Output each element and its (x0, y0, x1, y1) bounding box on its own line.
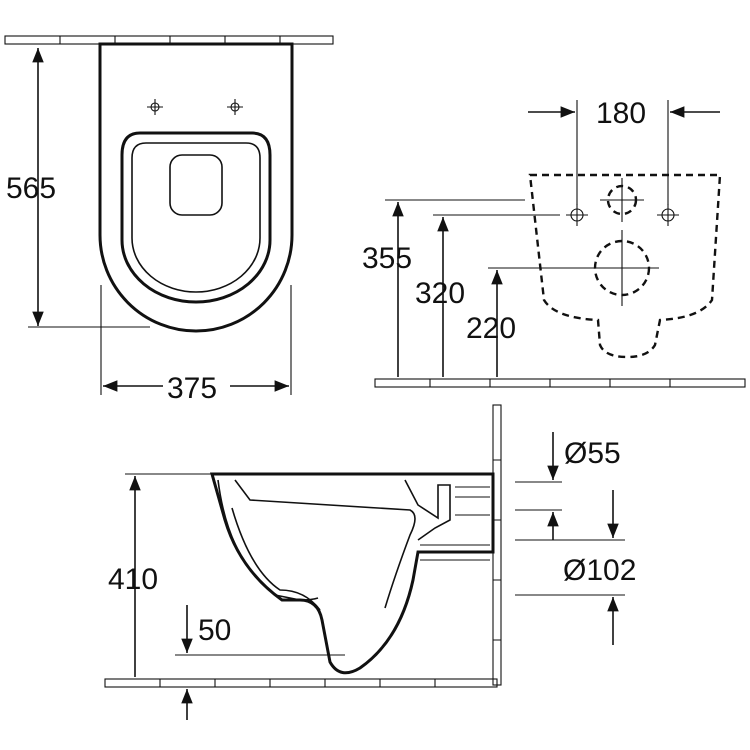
bowl-profile (210, 472, 495, 675)
side-view: 410 50 Ø55 Ø102 (104, 404, 636, 720)
dimension-410: 410 (108, 473, 215, 677)
label-410: 410 (108, 563, 158, 596)
label-220: 220 (466, 312, 516, 345)
dimension-220: 220 (466, 267, 595, 377)
label-320: 320 (415, 277, 465, 310)
label-180: 180 (596, 97, 646, 130)
lid-hinge-plate (169, 154, 223, 216)
floor-line-back (374, 378, 746, 388)
seat-outline (120, 131, 272, 304)
label-375: 375 (167, 372, 217, 405)
dimension-50: 50 (175, 605, 345, 720)
top-view: 565 375 (4, 35, 334, 405)
bowl-outline-top (98, 42, 294, 333)
dimension-355: 355 (362, 199, 525, 377)
fixing-cross-icon (566, 204, 679, 226)
dimension-375: 375 (100, 285, 292, 405)
label-565: 565 (6, 172, 56, 205)
dimension-180: 180 (528, 97, 720, 205)
dimension-565: 565 (6, 48, 150, 328)
dimension-outlet-diameter: Ø102 (515, 490, 636, 645)
floor-line-side (104, 678, 498, 688)
label-diameter-102: Ø102 (563, 554, 636, 587)
dimension-inlet-diameter: Ø55 (515, 432, 621, 540)
mounting-plate-outline (528, 173, 722, 359)
fixing-cross-icon (147, 99, 243, 115)
label-diameter-55: Ø55 (564, 437, 621, 470)
dimension-320: 320 (415, 214, 560, 377)
label-355: 355 (362, 242, 412, 275)
label-50: 50 (198, 614, 231, 647)
back-view: 180 355 320 220 (362, 97, 746, 388)
